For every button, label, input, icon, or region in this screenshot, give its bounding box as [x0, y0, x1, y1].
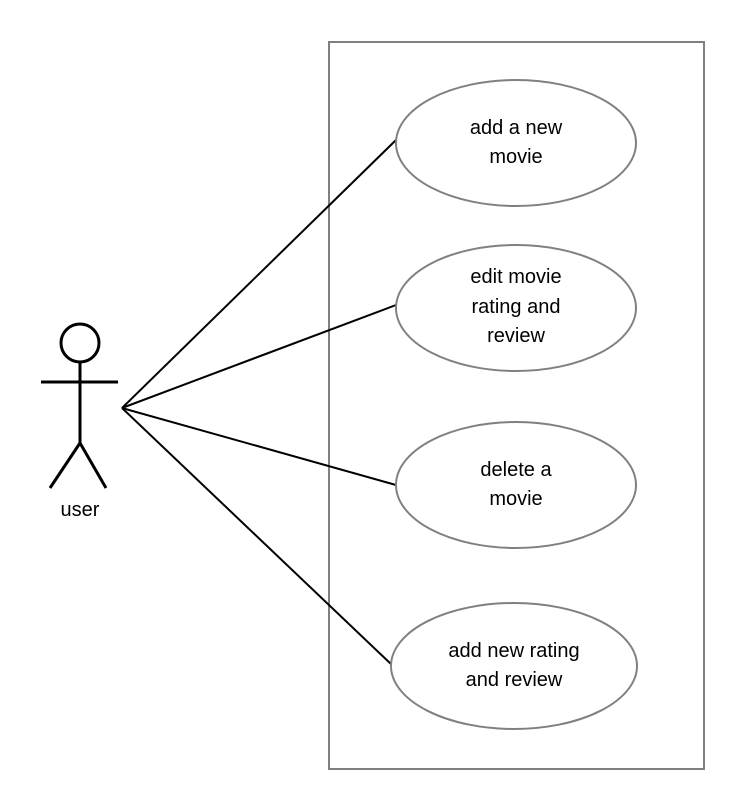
- actor-label: user: [61, 499, 100, 521]
- use-case-label-line: movie: [489, 146, 542, 168]
- use-case-delete-a-movie[interactable]: delete a movie: [395, 421, 637, 549]
- use-case-edit-movie-rating-and-review[interactable]: edit movie rating and review: [395, 244, 637, 372]
- use-case-ellipse: [395, 421, 637, 549]
- use-case-label-line: review: [487, 325, 545, 347]
- use-case-label-line: add new rating: [448, 640, 579, 662]
- association-add-a-new-movie: [121, 139, 397, 409]
- actor-head: [59, 322, 101, 364]
- use-case-ellipse: [395, 79, 637, 207]
- use-case-label-line: movie: [489, 488, 542, 510]
- actor-left-leg: [48, 442, 82, 489]
- use-case-label-line: add a new: [470, 117, 563, 139]
- use-case-ellipse: [395, 244, 637, 372]
- use-case-add-a-new-movie[interactable]: add a new movie: [395, 79, 637, 207]
- use-case-label-line: edit movie: [470, 266, 561, 288]
- actor-right-leg: [78, 442, 108, 489]
- actor-user[interactable]: user: [41, 322, 118, 521]
- use-case-ellipse: [390, 602, 638, 730]
- use-case-label-line: and review: [466, 669, 563, 691]
- association-add-new-rating-and-review: [121, 407, 393, 666]
- association-edit-movie-rating-and-review: [121, 304, 397, 409]
- association-delete-a-movie: [121, 407, 397, 486]
- use-case-label-line: rating and: [472, 296, 561, 318]
- use-case-label-line: delete a: [480, 459, 552, 481]
- use-case-add-new-rating-and-review[interactable]: add new rating and review: [390, 602, 638, 730]
